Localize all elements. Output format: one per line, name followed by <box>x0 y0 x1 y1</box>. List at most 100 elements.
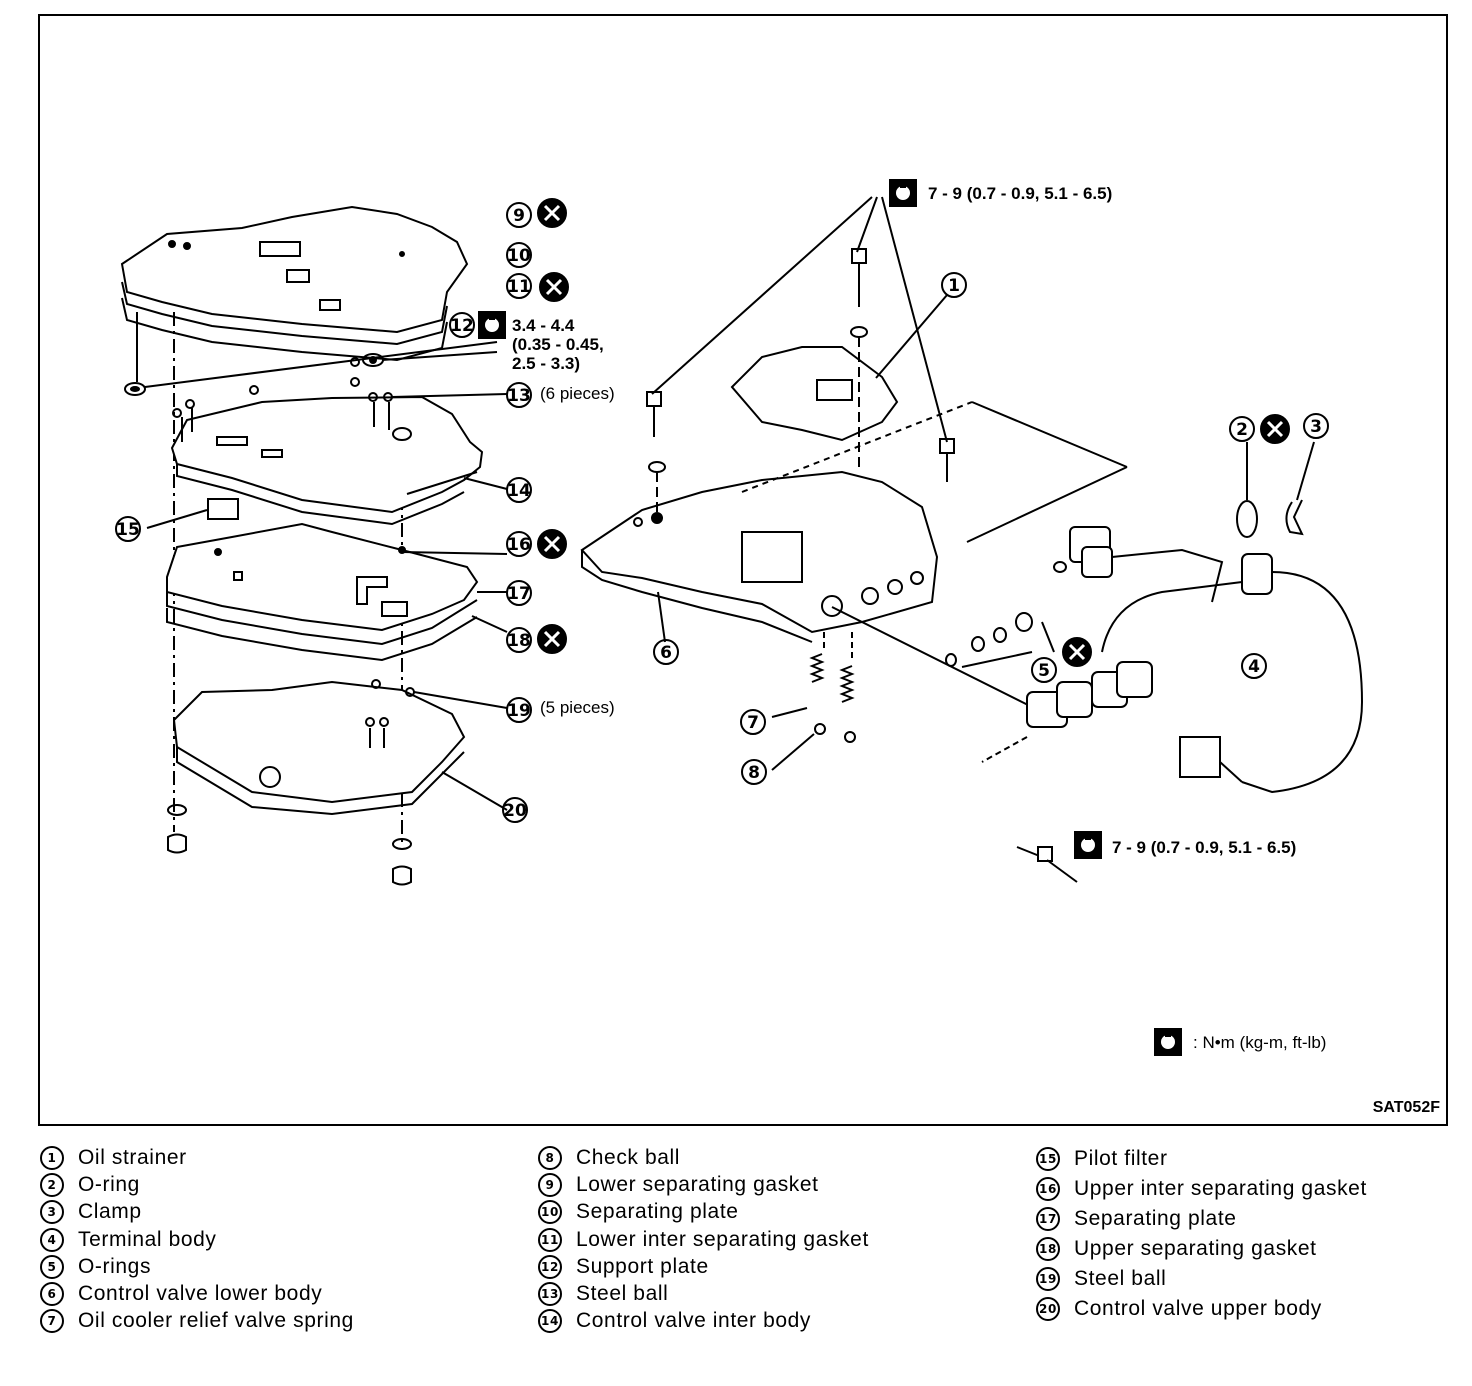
legend-number: 13 <box>538 1282 562 1307</box>
legend-item: 8 Check ball <box>538 1144 869 1171</box>
legend-label: Steel ball <box>1074 1267 1167 1290</box>
solenoid-assembly <box>981 526 1364 794</box>
torque-spec-top: 7 - 9 (0.7 - 0.9, 5.1 - 6.5) <box>928 184 1112 203</box>
legend-number: 14 <box>538 1309 562 1334</box>
svg-text:16: 16 <box>507 535 531 555</box>
legend-number: 20 <box>1036 1297 1060 1321</box>
svg-text:15: 15 <box>116 520 140 540</box>
legend-label: Separating plate <box>576 1200 739 1224</box>
legend-number: 18 <box>1036 1237 1060 1261</box>
callout-4: 4 <box>1241 653 1267 679</box>
torque-spec-bottom: 7 - 9 (0.7 - 0.9, 5.1 - 6.5) <box>1112 838 1296 857</box>
callout-3: 3 <box>1303 413 1329 439</box>
x-marker-5 <box>1062 637 1092 667</box>
inter-body <box>170 377 508 526</box>
legend-item: 17 Separating plate <box>1036 1204 1367 1234</box>
relief-springs <box>771 632 856 771</box>
callout-8: 8 <box>741 759 767 785</box>
svg-text:20: 20 <box>503 801 527 821</box>
legend-number: 10 <box>538 1200 562 1225</box>
legend-item: 19 Steel ball <box>1036 1264 1367 1294</box>
legend-number: 7 <box>40 1309 64 1334</box>
legend-label: Check ball <box>576 1145 681 1169</box>
x-marker-16 <box>537 529 567 559</box>
callout-18: 18 <box>506 627 532 653</box>
svg-text:2: 2 <box>1236 420 1248 440</box>
legend-number: 16 <box>1036 1177 1060 1201</box>
legend-number: 4 <box>40 1227 64 1252</box>
callout-16: 16 <box>506 531 532 557</box>
svg-text:11: 11 <box>507 277 531 297</box>
legend-label: Terminal body <box>78 1227 217 1251</box>
legend-item: 2 O-ring <box>40 1171 354 1198</box>
exploded-diagram: 1 2 3 4 5 6 7 8 9 10 11 12 13 14 15 16 1… <box>38 14 1448 1126</box>
legend-label: O-ring <box>78 1172 140 1196</box>
legend-number: 5 <box>40 1254 64 1279</box>
torque-icon-bottom <box>1074 831 1102 859</box>
legend-number: 19 <box>1036 1267 1060 1291</box>
svg-text:19: 19 <box>507 701 531 721</box>
lower-plates-stack <box>166 522 508 662</box>
bolt-bottom <box>1016 846 1078 883</box>
legend-label: Support plate <box>576 1254 709 1278</box>
legend-number: 15 <box>1036 1147 1060 1171</box>
callout-9: 9 <box>506 202 532 228</box>
legend-label: Separating plate <box>1074 1207 1237 1230</box>
legend-label: Upper separating gasket <box>1074 1237 1317 1260</box>
callout-15: 15 <box>115 516 141 542</box>
svg-text:3: 3 <box>1310 417 1322 437</box>
svg-text:5: 5 <box>1038 661 1050 681</box>
callout-7: 7 <box>740 709 766 735</box>
legend-label: Control valve upper body <box>1074 1297 1322 1320</box>
unit-note: : N•m (kg-m, ft-lb) <box>1193 1033 1326 1052</box>
legend-label: Lower inter separating gasket <box>576 1227 869 1251</box>
callout-2: 2 <box>1229 416 1255 442</box>
legend-column-3: 15 Pilot filter 16 Upper inter separating … <box>1036 1144 1367 1324</box>
svg-text:9: 9 <box>513 206 525 226</box>
svg-text:14: 14 <box>507 481 531 501</box>
legend-number: 1 <box>40 1145 64 1170</box>
replace-markers <box>537 198 1290 667</box>
legend-number: 6 <box>40 1282 64 1307</box>
legend-label: Lower separating gasket <box>576 1172 819 1196</box>
legend-number: 9 <box>538 1172 562 1197</box>
torque-icon-legend <box>1154 1028 1182 1056</box>
callout-11: 11 <box>506 273 532 299</box>
callout-14: 14 <box>506 477 532 503</box>
legend-label: Steel ball <box>576 1282 669 1306</box>
svg-text:12: 12 <box>450 316 474 336</box>
legend-label: Upper inter separating gasket <box>1074 1177 1367 1200</box>
o-ring-2-clamp-3 <box>1236 441 1315 538</box>
legend-number: 17 <box>1036 1207 1060 1231</box>
callouts: 1 2 3 4 5 6 7 8 9 10 11 12 13 14 15 16 1… <box>115 202 1329 823</box>
upper-body <box>172 679 508 816</box>
lower-body <box>580 401 1128 643</box>
legend-number: 3 <box>40 1200 64 1225</box>
legend-number: 2 <box>40 1172 64 1197</box>
legend-number: 12 <box>538 1254 562 1279</box>
svg-text:6: 6 <box>660 643 672 663</box>
svg-text:7: 7 <box>747 713 759 733</box>
legend-label: Pilot filter <box>1074 1147 1168 1170</box>
callout-12: 12 <box>449 312 475 338</box>
svg-text:4: 4 <box>1248 657 1260 677</box>
torque-spec-12-line3: 2.5 - 3.3) <box>512 354 580 373</box>
legend-item: 16 Upper inter separating gasket <box>1036 1174 1367 1204</box>
quantity-note-13: (6 pieces) <box>540 384 615 403</box>
x-marker-18 <box>537 624 567 654</box>
upper-plates-stack <box>120 205 469 362</box>
legend-item: 20 Control valve upper body <box>1036 1294 1367 1324</box>
svg-text:17: 17 <box>507 584 531 604</box>
legend-item: 9 Lower separating gasket <box>538 1171 869 1198</box>
bolts-top <box>646 196 955 512</box>
legend-number: 8 <box>538 1145 562 1170</box>
callout-5: 5 <box>1031 657 1057 683</box>
svg-text:18: 18 <box>507 631 531 651</box>
